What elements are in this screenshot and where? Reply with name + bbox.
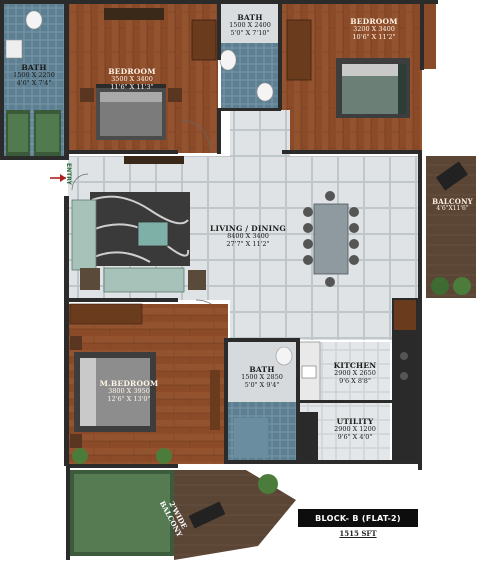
utility-imperial: 9'6" X 4'0"	[337, 432, 373, 441]
bedroom-top-imperial: 11'6" X 11'3"	[110, 82, 154, 91]
balcony-right-area	[426, 156, 476, 298]
living-dining-room	[68, 110, 418, 340]
living-dining-name: LIVING / DINING	[210, 224, 286, 233]
utility-dims: 2900 X 1200	[334, 425, 376, 434]
entry-arrow	[50, 174, 66, 182]
master-bedroom-name: M.BEDROOM	[99, 379, 159, 388]
bedroom-top-dims: 3500 X 3400	[111, 75, 153, 84]
master-bedroom-label: M.BEDROOM 3800 X 3950 12'6" X 13'0"	[94, 379, 164, 403]
balcony-wide-area	[174, 470, 296, 560]
master-bedroom-room	[68, 303, 228, 464]
balcony-right-imperial: 4'6"X11'6"	[436, 204, 469, 212]
bedroom-right-imperial: 10'6" X 11'2"	[352, 32, 396, 41]
living-dining-label: LIVING / DINING 8400 X 3400 27'7" X 11'2…	[200, 224, 296, 248]
bath-center-label: BATH 1500 X 2850 5'0" X 9'4"	[228, 365, 296, 389]
entry-label: ENTRY	[65, 163, 72, 185]
bath-left-name: BATH	[21, 63, 47, 72]
block-area: 1515 SFT	[339, 529, 377, 538]
bath-top-room	[219, 3, 279, 111]
bath-center-name: BATH	[249, 365, 275, 374]
bath-left-imperial: 4'6" X 7'4"	[16, 78, 52, 87]
balcony-right-name: BALCONY	[432, 197, 473, 206]
bath-left-room	[3, 3, 65, 158]
bedroom-top-name: BEDROOM	[108, 67, 156, 76]
bath-center-room	[228, 342, 296, 462]
kitchen-name: KITCHEN	[333, 361, 377, 370]
kitchen-imperial: 9'6 X 8'8"	[339, 376, 371, 385]
bedroom-right-name: BEDROOM	[350, 17, 398, 26]
bedroom-top-room	[68, 3, 218, 153]
bedroom-right-dims: 3200 X 3400	[353, 25, 395, 34]
master-bedroom-dims: 3800 X 3950	[108, 387, 150, 396]
bath-left-dims: 1500 X 2250	[13, 71, 55, 80]
bath-center-imperial: 5'0" X 9'4"	[244, 380, 280, 389]
bath-top-imperial: 5'0" X 7'10"	[230, 28, 270, 37]
utility-label: UTILITY 2900 X 1200 9'6" X 4'0"	[320, 417, 390, 441]
kitchen-label: KITCHEN 2900 X 2650 9'6 X 8'8"	[320, 361, 390, 385]
bath-top-name: BATH	[237, 13, 263, 22]
bedroom-right-room	[282, 3, 436, 151]
bath-top-dims: 1500 X 2400	[229, 21, 271, 30]
bedroom-right-label: BEDROOM 3200 X 3400 10'6" X 11'2"	[334, 17, 414, 41]
block-title: BLOCK- B (FLAT-2)	[298, 509, 418, 527]
bedroom-top-label: BEDROOM 3500 X 3400 11'6" X 11'3"	[92, 67, 172, 91]
bath-left-label: BATH 1500 X 2250 4'6" X 7'4"	[4, 63, 64, 87]
master-bedroom-imperial: 12'6" X 13'0"	[107, 394, 151, 403]
living-dining-imperial: 27'7" X 11'2"	[226, 239, 270, 248]
balcony-right-label: BALCONY 4'6"X11'6"	[430, 198, 475, 213]
walls	[0, 0, 438, 560]
balcony-left-area	[70, 470, 174, 556]
bath-center-dims: 1500 X 2850	[241, 373, 283, 382]
living-dining-dims: 8400 X 3400	[227, 232, 269, 241]
utility-name: UTILITY	[336, 417, 374, 426]
kitchen-dims: 2900 X 2650	[334, 369, 376, 378]
bath-top-label: BATH 1500 X 2400 5'0" X 7'10"	[218, 13, 282, 37]
